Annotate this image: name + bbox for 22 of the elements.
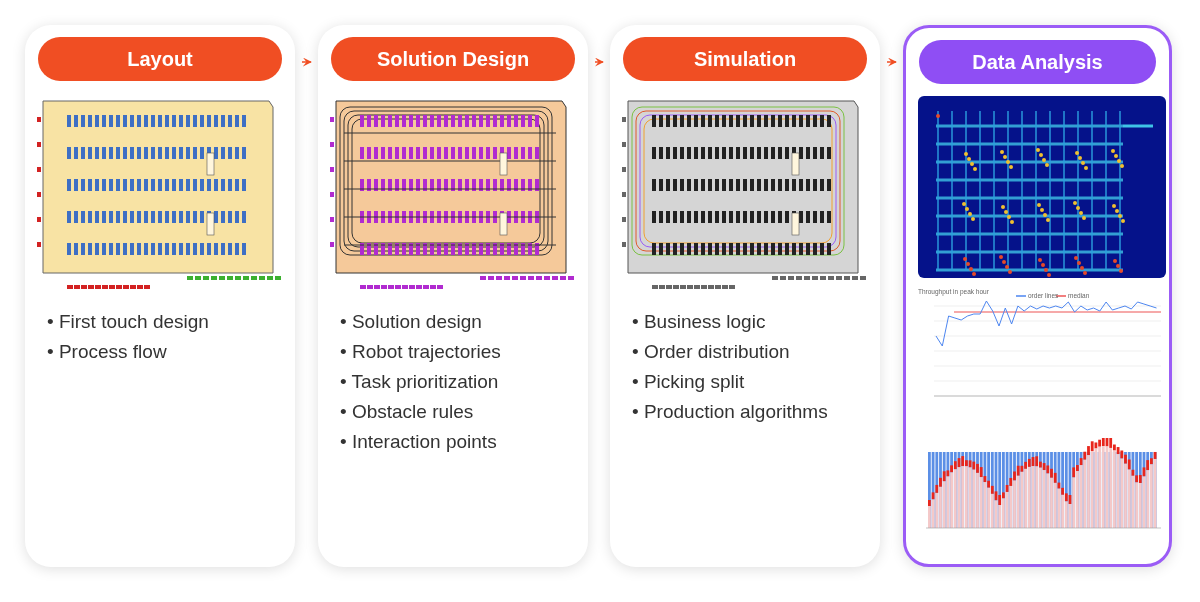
step-card — [610, 25, 880, 567]
step-title-pill: Data Analysis — [919, 40, 1156, 84]
step-card — [903, 25, 1172, 567]
bullet-text: • Obstacle rules — [340, 400, 475, 424]
bullet-text: • Order distribution — [632, 340, 791, 364]
chevron-arrow — [886, 57, 897, 67]
bullet-text: • Business logic — [632, 310, 767, 334]
step-card — [318, 25, 588, 567]
bullet-text: • Robot trajectories — [340, 340, 501, 364]
step-title-pill: Layout — [38, 37, 282, 81]
step-title-pill: Simulation — [623, 37, 867, 81]
step-card — [25, 25, 295, 567]
step-title-pill: Solution Design — [331, 37, 575, 81]
bullet-text: • Solution design — [340, 310, 483, 334]
chevron-arrow — [301, 57, 312, 67]
bullet-text: • Task prioritization — [340, 370, 500, 394]
bullet-text: • Interaction points — [340, 430, 498, 454]
bullet-text: • First touch design — [47, 310, 209, 334]
bullet-text: • Production algorithms — [632, 400, 828, 424]
chevron-arrow — [594, 57, 604, 67]
bullet-text: • Process flow — [47, 340, 168, 364]
bullet-text: • Picking split — [632, 370, 746, 394]
